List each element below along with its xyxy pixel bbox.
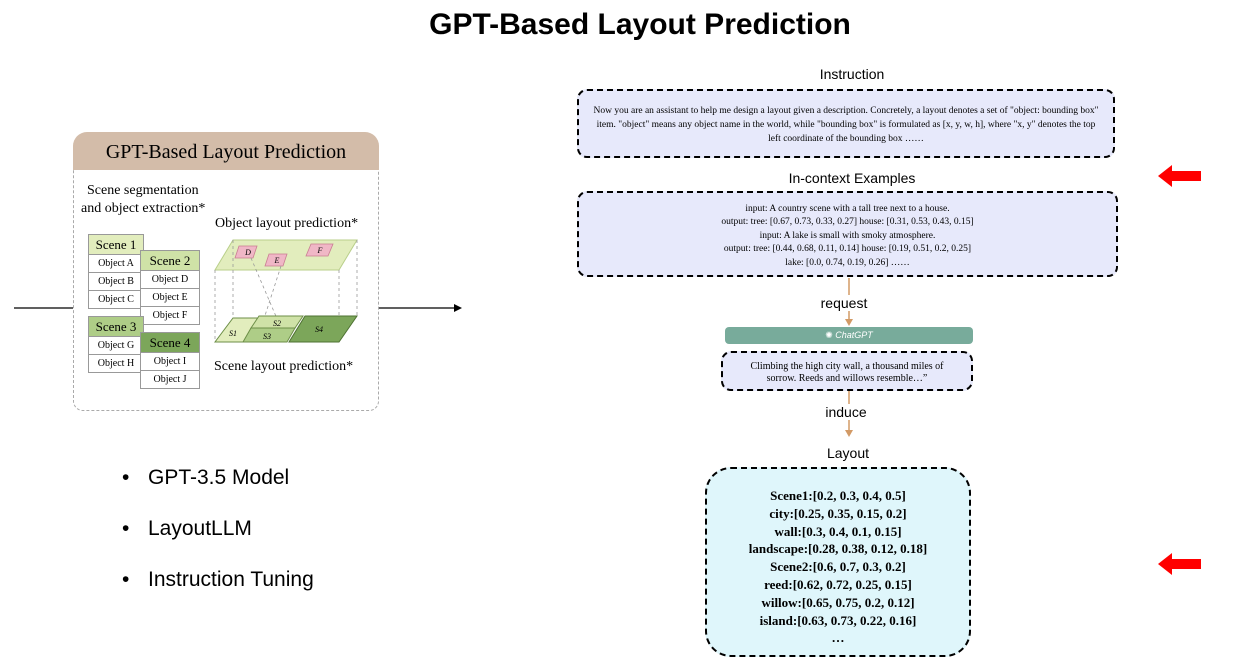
object-b: Object B [88, 273, 144, 291]
object-tile-d-label: D [244, 248, 251, 257]
layout-line: Scene2:[0.6, 0.7, 0.3, 0.2] [770, 559, 906, 575]
poem-line-1: Climbing the high city wall, a thousand … [750, 361, 944, 372]
layout-label: Layout [826, 445, 870, 461]
example-line: output: tree: [0.67, 0.73, 0.33, 0.27] h… [721, 217, 974, 228]
layout-line: wall:[0.3, 0.4, 0.1, 0.15] [774, 523, 902, 539]
object-g: Object G [88, 337, 144, 355]
bullet-item: Instruction Tuning [122, 566, 314, 617]
scene-2-card: Scene 2 Object D Object E Object F [140, 250, 200, 325]
object-c: Object C [88, 291, 144, 309]
object-tile-e [264, 253, 288, 267]
highlight-arrow-layout [1158, 553, 1201, 575]
chatgpt-bar: ✺ ChatGPT [725, 327, 973, 344]
segmentation-label-line-2: and object extraction* [81, 201, 206, 216]
layout-line: … [831, 630, 845, 646]
examples-label: In-context Examples [788, 170, 916, 186]
scene-tile-s3-label: S3 [263, 332, 271, 341]
layout-line: reed:[0.62, 0.72, 0.25, 0.15] [764, 576, 912, 592]
object-layout-label: Object layout prediction* [215, 216, 359, 231]
segmentation-label-line-1: Scene segmentation [87, 183, 199, 198]
output-arrow [366, 304, 462, 312]
scene-4-title: Scene 4 [140, 332, 200, 353]
example-line: lake: [0.0, 0.74, 0.19, 0.26] …… [785, 257, 910, 268]
scene-4-card: Scene 4 Object I Object J [140, 332, 200, 389]
layout-line: landscape:[0.28, 0.38, 0.12, 0.18] [748, 541, 928, 557]
object-tile-d [234, 245, 258, 259]
scene-3-card: Scene 3 Object G Object H [88, 316, 144, 373]
layout-line: Scene1:[0.2, 0.3, 0.4, 0.5] [770, 488, 906, 503]
bullet-list: GPT-3.5 Model LayoutLLM Instruction Tuni… [122, 464, 314, 617]
layout-output-box: Scene1:[0.2, 0.3, 0.4, 0.5] city:[0.25, … [705, 467, 971, 657]
instruction-box: Now you are an assistant to help me desi… [577, 89, 1115, 158]
layout-planes: D F E S1 S2 S3 S4 [214, 239, 358, 343]
scene-tile-s1-label: S1 [229, 329, 237, 338]
instruction-label: Instruction [819, 66, 885, 82]
scene-2-title: Scene 2 [140, 250, 200, 271]
object-i: Object I [140, 353, 200, 371]
figure-header: GPT-Based Layout Prediction [73, 132, 379, 170]
layout-line: willow:[0.65, 0.75, 0.2, 0.12] [761, 594, 915, 610]
highlight-arrow-examples [1158, 165, 1201, 187]
page-title: GPT-Based Layout Prediction [429, 8, 851, 41]
object-f: Object F [140, 307, 200, 325]
object-d: Object D [140, 271, 200, 289]
example-line: input: A lake is small with smoky atmosp… [759, 230, 936, 241]
scene-layout-label: Scene layout prediction* [214, 359, 354, 374]
layout-prediction-figure: GPT-Based Layout Prediction Scene segmen… [73, 132, 379, 412]
poem-box: Climbing the high city wall, a thousand … [721, 351, 973, 391]
scene-tile-s3 [242, 327, 296, 343]
object-tile-e-label: E [274, 256, 280, 265]
object-tile-f [305, 243, 334, 257]
poem-line-2: sorrow. Reeds and willows resemble…” [766, 373, 928, 384]
layout-line: city:[0.25, 0.35, 0.15, 0.2] [769, 505, 907, 521]
object-tile-f-label: F [317, 246, 323, 255]
example-line: input: A country scene with a tall tree … [745, 204, 950, 214]
object-e: Object E [140, 289, 200, 307]
object-a: Object A [88, 255, 144, 273]
example-line: output: tree: [0.44, 0.68, 0.11, 0.14] h… [723, 244, 972, 255]
request-label: request [794, 295, 894, 311]
induce-label: induce [796, 404, 896, 420]
scene-1-title: Scene 1 [88, 234, 144, 255]
bullet-item: LayoutLLM [122, 515, 314, 566]
instruction-text: Now you are an assistant to help me desi… [593, 106, 1099, 144]
object-h: Object H [88, 355, 144, 373]
scene-1-card: Scene 1 Object A Object B Object C [88, 234, 144, 309]
examples-box: input: A country scene with a tall tree … [577, 191, 1118, 277]
scene-tile-s4 [288, 315, 358, 343]
object-j: Object J [140, 371, 200, 389]
chatgpt-label: ChatGPT [835, 330, 873, 340]
chatgpt-logo-icon: ✺ [825, 330, 833, 340]
scene-3-title: Scene 3 [88, 316, 144, 337]
layout-line: island:[0.63, 0.73, 0.22, 0.16] [759, 612, 917, 628]
scene-tile-s4-label: S4 [315, 325, 323, 334]
scene-tile-s2-label: S2 [273, 319, 281, 328]
bullet-item: GPT-3.5 Model [122, 464, 314, 515]
